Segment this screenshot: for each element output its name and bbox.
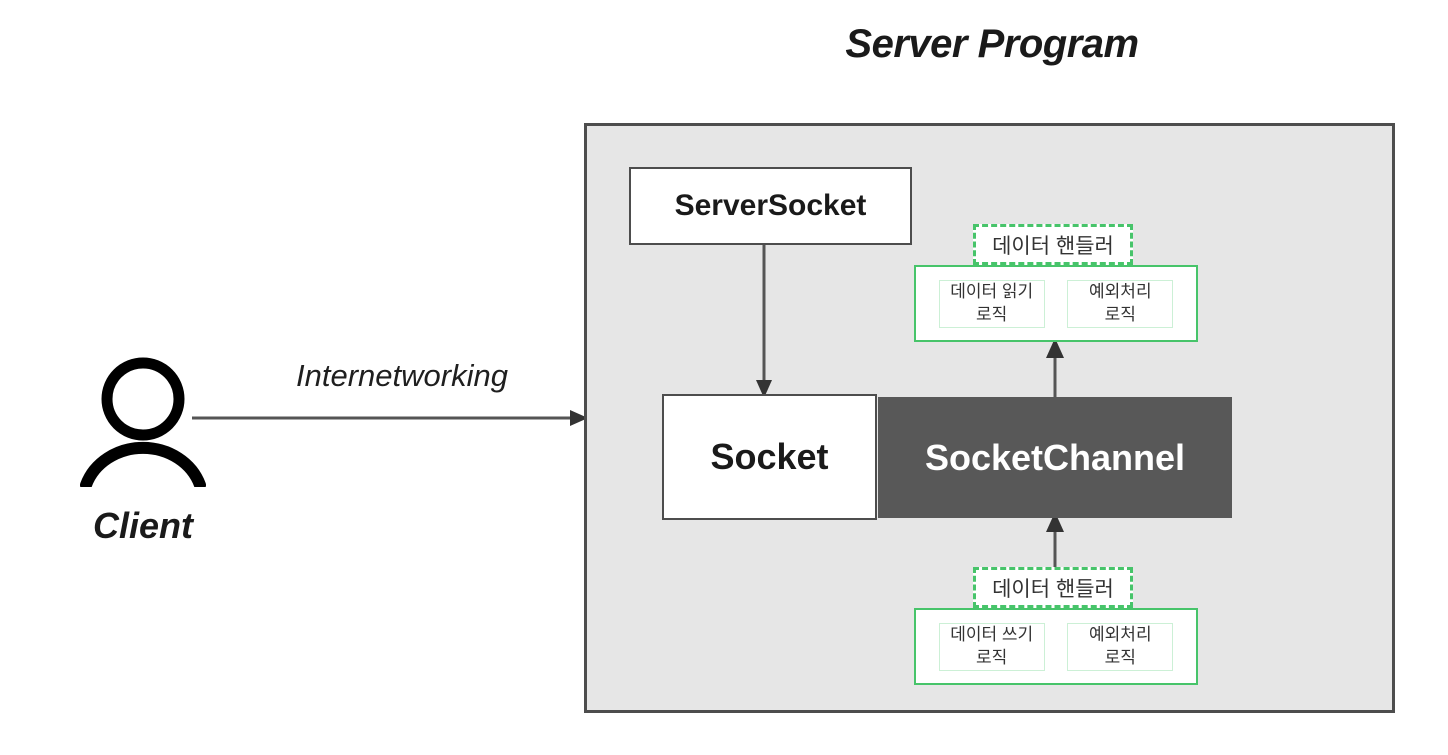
read-handler-label: 데이터 핸들러 bbox=[973, 224, 1133, 265]
write-exception-logic-box[interactable]: 예외처리 로직 bbox=[1067, 622, 1174, 671]
server-socket-box[interactable]: ServerSocket bbox=[629, 167, 912, 245]
write-exception-line2: 로직 bbox=[1104, 647, 1136, 667]
write-logic-box[interactable]: 데이터 쓰기 로직 bbox=[938, 622, 1045, 671]
internetworking-arrow bbox=[190, 400, 590, 436]
write-logic-line2: 로직 bbox=[976, 647, 1008, 667]
internetworking-label: Internetworking bbox=[296, 358, 508, 393]
read-handler-body: 데이터 읽기 로직 예외처리 로직 bbox=[914, 265, 1198, 342]
read-exception-line2: 로직 bbox=[1104, 304, 1136, 324]
write-exception-line1: 예외처리 bbox=[1089, 624, 1152, 644]
read-logic-line2: 로직 bbox=[976, 304, 1008, 324]
client-label: Client bbox=[92, 505, 193, 546]
write-logic-line1: 데이터 쓰기 bbox=[950, 624, 1034, 644]
person-icon bbox=[78, 357, 208, 487]
write-handler-body: 데이터 쓰기 로직 예외처리 로직 bbox=[914, 608, 1198, 685]
socket-box[interactable]: Socket bbox=[662, 394, 877, 520]
read-exception-logic-box[interactable]: 예외처리 로직 bbox=[1067, 279, 1174, 328]
socket-channel-box[interactable]: SocketChannel bbox=[878, 397, 1232, 518]
serversocket-to-socket-arrow bbox=[752, 240, 776, 400]
write-handler-label: 데이터 핸들러 bbox=[973, 567, 1133, 608]
read-logic-box[interactable]: 데이터 읽기 로직 bbox=[938, 279, 1045, 328]
read-logic-line1: 데이터 읽기 bbox=[950, 281, 1034, 301]
read-exception-line1: 예외처리 bbox=[1089, 281, 1152, 301]
page-title: Server Program bbox=[845, 22, 1139, 66]
channel-to-read-handler-arrow bbox=[1043, 338, 1067, 402]
